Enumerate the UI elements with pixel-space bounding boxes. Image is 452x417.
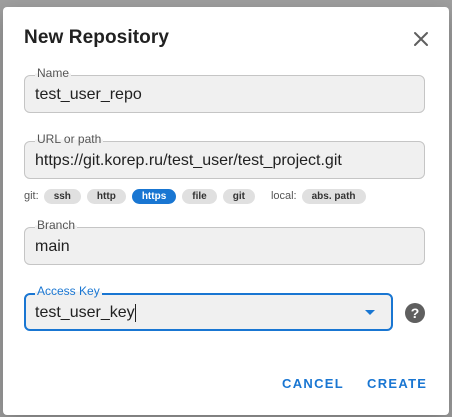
branch-field-label: Branch — [35, 218, 78, 232]
chip-git[interactable]: git — [222, 188, 255, 204]
git-prefix-label: git: — [24, 190, 39, 202]
question-circle-icon[interactable]: ? — [405, 303, 425, 323]
chevron-down-icon[interactable] — [365, 310, 375, 315]
create-button[interactable]: CREATE — [367, 376, 428, 391]
chip-ssh[interactable]: ssh — [43, 188, 81, 204]
local-prefix-label: local: — [270, 190, 297, 202]
url-type-chips: git: ssh http https file git local: abs.… — [24, 188, 372, 204]
chip-file[interactable]: file — [182, 188, 217, 204]
close-icon[interactable] — [411, 29, 431, 49]
cancel-button[interactable]: CANCEL — [282, 376, 344, 391]
dialog-title: New Repository — [24, 27, 169, 48]
access-key-text: test_user_key — [35, 304, 135, 321]
text-caret — [134, 304, 136, 322]
new-repository-dialog: New Repository Name test_user_repo URL o… — [3, 7, 449, 415]
branch-field-value[interactable]: main — [35, 238, 70, 255]
chip-https[interactable]: https — [131, 188, 177, 204]
url-field-value[interactable]: https://git.korep.ru/test_user/test_proj… — [35, 152, 342, 169]
name-field[interactable]: Name test_user_repo — [24, 66, 425, 113]
name-field-value[interactable]: test_user_repo — [35, 86, 142, 103]
url-field-label: URL or path — [35, 132, 104, 146]
chip-http[interactable]: http — [86, 188, 126, 204]
chip-abs-path[interactable]: abs. path — [301, 188, 366, 204]
name-field-label: Name — [35, 66, 72, 80]
url-field[interactable]: URL or path https://git.korep.ru/test_us… — [24, 132, 425, 179]
access-key-select[interactable]: Access Key test_user_key — [24, 284, 393, 331]
access-key-value[interactable]: test_user_key — [35, 304, 136, 322]
access-key-label: Access Key — [35, 284, 102, 298]
branch-field[interactable]: Branch main — [24, 218, 425, 265]
